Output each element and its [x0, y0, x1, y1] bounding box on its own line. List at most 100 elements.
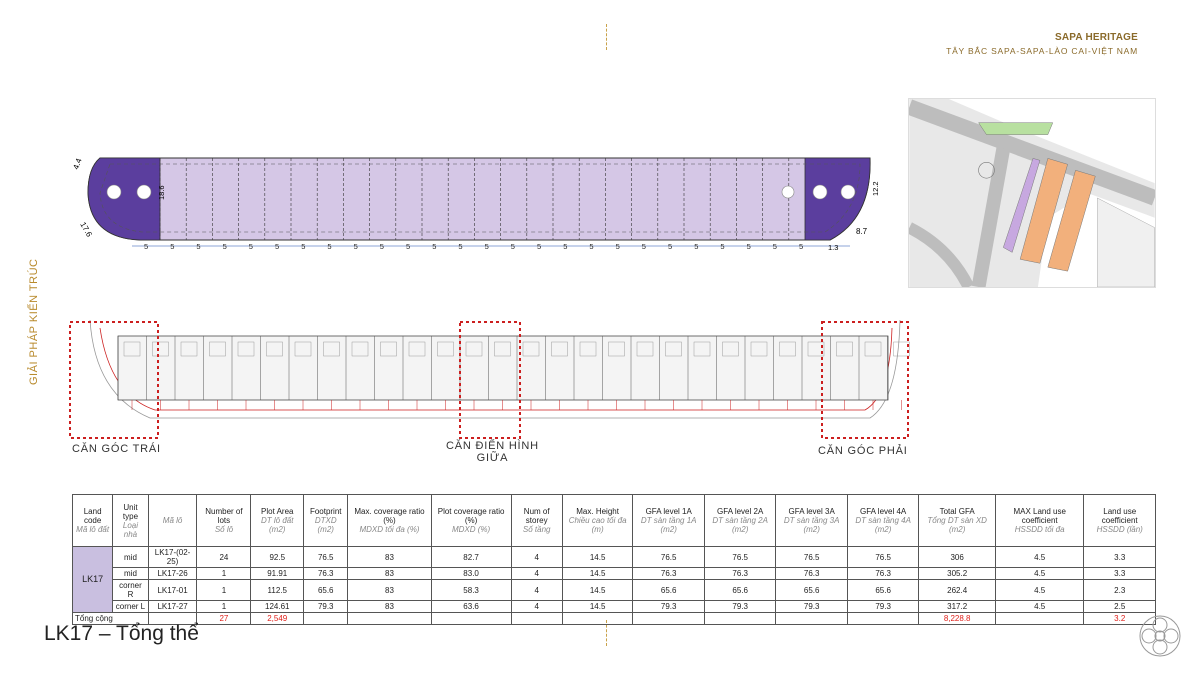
total-cell [430, 612, 512, 625]
unit-room [294, 341, 312, 357]
total-cell [994, 612, 1085, 625]
header-en: GFA level 4A [860, 507, 907, 516]
table-cell: LK17-26 [147, 567, 198, 580]
table-cell: 65.6 [775, 579, 848, 601]
header-en: Plot coverage ratio (%) [437, 507, 505, 525]
table-cell: corner L [112, 600, 149, 613]
table-cell: 2.5 [1083, 600, 1156, 613]
table-cell: 83.0 [430, 567, 512, 580]
dim-lot-width: 5 [799, 242, 803, 251]
table-cell: 14.5 [561, 579, 634, 601]
dim-lot-width: 5 [249, 242, 253, 251]
table-cell: 83 [347, 600, 432, 613]
table-cell: 65.6 [703, 579, 777, 601]
table-cell: LK17-27 [147, 600, 198, 613]
table-cell: 4 [510, 546, 563, 568]
dim-lot-width: 5 [380, 242, 384, 251]
total-cell: 2,549 [250, 612, 305, 625]
header-vi: Loại nhà [122, 520, 139, 539]
table-cell: 4.5 [994, 546, 1085, 568]
unit-room [779, 341, 796, 357]
table-cell: 4.5 [994, 579, 1085, 601]
unit-room [807, 341, 825, 357]
table-cell: 76.5 [846, 546, 920, 568]
brand-block: SAPA HERITAGE TÂY BẮC SAPA-SAPA-LÀO CAI-… [946, 32, 1138, 56]
callout-middle-line2: GIỮA [476, 452, 509, 464]
table-cell: mid [112, 546, 149, 568]
brand-title: SAPA HERITAGE [1055, 32, 1138, 43]
table-cell: 14.5 [561, 567, 634, 580]
header-en: MAX Land use coefficient [1013, 507, 1066, 525]
table-cell: 65.6 [846, 579, 920, 601]
dim-lot-width: 5 [144, 242, 148, 251]
unit-room [351, 341, 369, 357]
table-cell: 14.5 [561, 600, 634, 613]
table-cell: 65.6 [303, 579, 349, 601]
table-cell: 124.61 [250, 600, 305, 613]
dim-lot-width: 5 [511, 242, 515, 251]
dim-lot-width: 5 [432, 242, 436, 251]
callout-middle-line1: CĂN ĐIỂN HÌNH [446, 440, 539, 452]
brand-logo-icon [1139, 615, 1181, 657]
adjacent-lots-2 [1047, 169, 1096, 272]
header-en: Max. coverage ratio (%) [354, 507, 425, 525]
unit-room [551, 341, 568, 357]
dim-lot-width: 5 [537, 242, 541, 251]
unit-room [522, 341, 540, 357]
total-cell: 8,228.8 [918, 612, 996, 625]
table-cell: 76.3 [703, 567, 777, 580]
section-label: GIẢI PHÁP KIẾN TRÚC [28, 258, 40, 385]
dim-right-step: 1.3 [828, 243, 838, 252]
unit-room [465, 341, 483, 357]
dim-left-depth: 18.6 [157, 185, 166, 200]
table-cell: 76.5 [303, 546, 349, 568]
unit-room [380, 341, 397, 357]
table-cell: 14.5 [561, 546, 634, 568]
table-cell: 58.3 [430, 579, 512, 601]
table-cell: 4 [510, 579, 563, 601]
table-cell: 4 [510, 567, 563, 580]
table-cell: LK17-(02-25) [147, 546, 198, 568]
setback-line [99, 163, 861, 233]
unit-room [494, 341, 511, 357]
table-header-cell: Plot coverage ratio (%)MDXD (%) [430, 494, 512, 547]
dim-lot-width: 5 [196, 242, 200, 251]
dim-lot-width: 5 [301, 242, 305, 251]
road-curve [89, 319, 901, 419]
table-cell: 4.5 [994, 600, 1085, 613]
table-cell: 262.4 [918, 579, 996, 601]
table-cell: 76.5 [632, 546, 705, 568]
header-vi: MDXD tối đa (%) [359, 525, 420, 534]
table-cell: 1 [196, 567, 252, 580]
unit-room [636, 341, 654, 357]
dim-lot-width: 5 [747, 242, 751, 251]
header-en: GFA level 1A [645, 507, 692, 516]
lot-dividers [159, 158, 790, 240]
table-cell: 79.3 [632, 600, 705, 613]
total-cell [303, 612, 349, 625]
header-vi: HSSDD (lần) [1096, 525, 1143, 534]
dim-lot-width: 5 [458, 242, 462, 251]
dim-lot-width: 5 [170, 242, 174, 251]
total-cell [510, 612, 563, 625]
unit-room [266, 341, 283, 357]
header-vi: DTXD (m2) [314, 516, 337, 534]
dim-lot-width: 5 [563, 242, 567, 251]
header-vi: MDXD (%) [451, 525, 491, 534]
table-cell: LK17-01 [147, 579, 198, 601]
table-cell: 76.3 [632, 567, 705, 580]
table-cell: 83 [347, 546, 432, 568]
table-cell: 3.3 [1083, 567, 1156, 580]
dim-lot-width: 5 [773, 242, 777, 251]
